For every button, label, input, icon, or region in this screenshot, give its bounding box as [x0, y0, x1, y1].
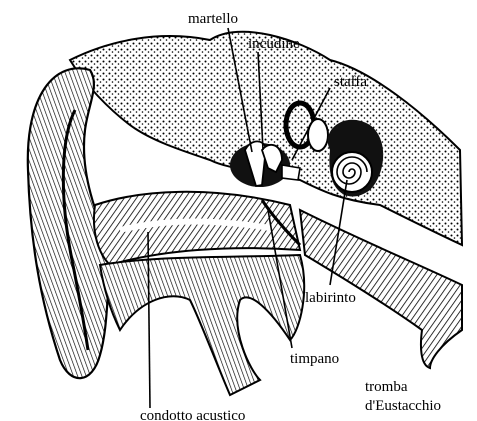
label-martello: martello — [188, 11, 238, 27]
label-tromba-line1: tromba — [365, 379, 408, 395]
cochlea-outer — [332, 152, 372, 192]
label-tromba-line2: d'Eustacchio — [365, 398, 441, 414]
stirrup-bone — [282, 165, 300, 180]
label-timpano: timpano — [290, 351, 339, 367]
lower-tissue — [100, 255, 304, 395]
condotto-leader — [148, 232, 150, 408]
label-staffa: staffa — [334, 74, 367, 90]
label-condotto-acustico: condotto acustico — [140, 408, 245, 421]
label-labirinto: labirinto — [305, 290, 356, 306]
label-incudine: incudine — [248, 36, 300, 52]
